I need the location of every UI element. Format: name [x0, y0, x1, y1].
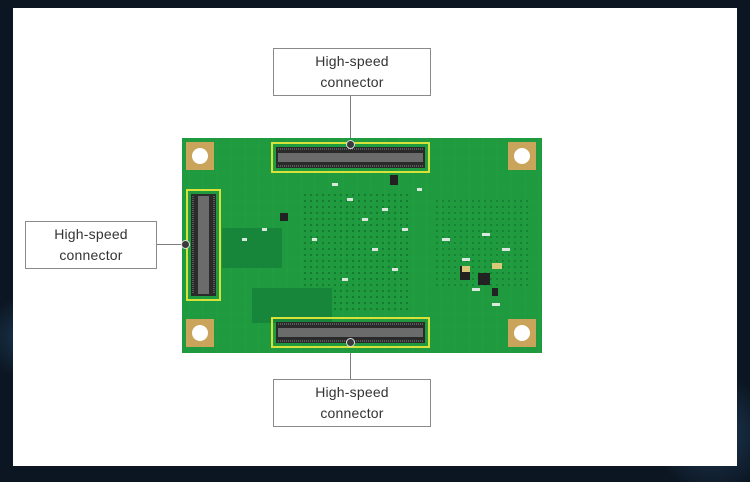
mounting-hole-tl — [186, 142, 214, 170]
connector-top — [271, 142, 430, 173]
callout-top-line2: connector — [320, 74, 384, 90]
callout-bottom: High-speed connector — [273, 379, 431, 427]
mounting-hole-tr — [508, 142, 536, 170]
mounting-hole-br — [508, 319, 536, 347]
connector-left — [186, 189, 221, 301]
leader-dot-top — [346, 140, 355, 149]
callout-left-line1: High-speed — [54, 226, 128, 242]
leader-dot-bottom — [346, 338, 355, 347]
callout-left-line2: connector — [59, 247, 123, 263]
callout-bottom-line1: High-speed — [315, 384, 389, 400]
callout-left: High-speed connector — [25, 221, 157, 269]
leader-line-left — [157, 244, 185, 245]
leader-line-bottom — [350, 342, 351, 379]
leader-dot-left — [181, 240, 190, 249]
mounting-hole-bl — [186, 319, 214, 347]
callout-top-line1: High-speed — [315, 53, 389, 69]
pcb-board-image — [182, 138, 542, 353]
leader-line-top — [350, 96, 351, 144]
callout-top: High-speed connector — [273, 48, 431, 96]
callout-bottom-line2: connector — [320, 405, 384, 421]
